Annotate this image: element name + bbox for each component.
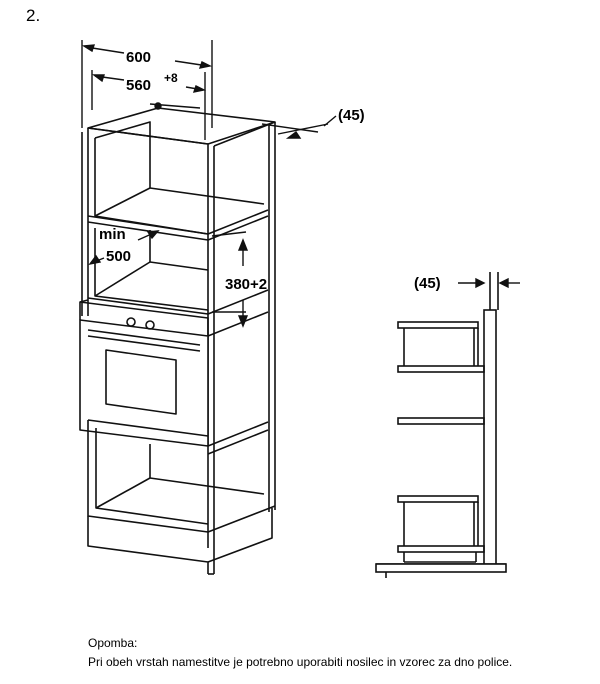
oven-knob-left	[126, 317, 136, 327]
oven	[79, 299, 269, 447]
dimension-marker	[149, 102, 201, 110]
label-min-500: 500	[106, 248, 131, 265]
oven-knob-right	[145, 320, 155, 330]
dimension-depth-45-cabinet	[261, 115, 337, 139]
label-height-380: 380+2	[225, 276, 267, 293]
label-depth-45-side: (45)	[414, 275, 441, 292]
label-width-560-tolerance: +8	[164, 71, 178, 85]
dimension-min-500	[88, 230, 160, 266]
label-min: min	[99, 226, 126, 243]
side-floor	[375, 563, 507, 573]
lower-compartment	[87, 419, 276, 575]
side-section-view	[375, 272, 507, 578]
dimension-width-600	[81, 40, 213, 128]
label-width-560: 560	[126, 77, 151, 94]
note-title: Opomba:	[88, 636, 138, 650]
label-depth-45-cabinet: (45)	[338, 107, 365, 124]
side-wall	[483, 309, 497, 571]
label-width-600: 600	[126, 49, 151, 66]
cabinet-top	[87, 107, 276, 145]
dimension-height-380	[211, 231, 249, 328]
dimension-depth-45-side	[458, 277, 520, 289]
tall-cabinet	[81, 107, 276, 574]
dimension-width-560	[91, 70, 207, 140]
step-number: 2.	[26, 6, 41, 25]
note-text: Pri obeh vrstah namestitve je potrebno u…	[88, 655, 513, 669]
